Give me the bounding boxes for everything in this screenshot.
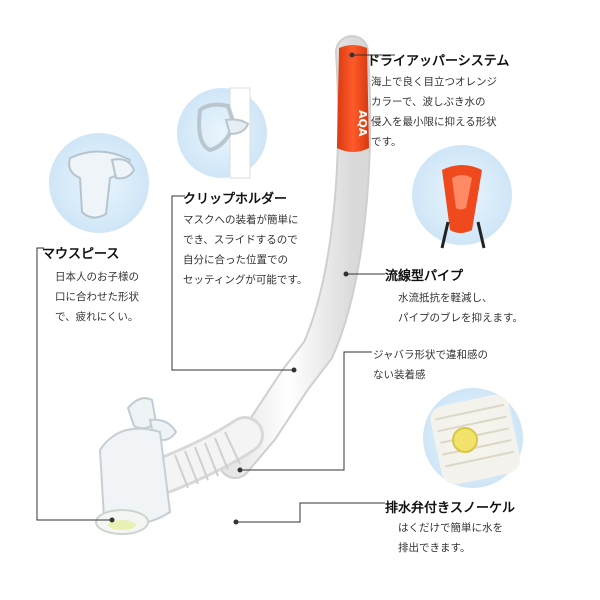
bellows-description: ジャバラ形状で違和感の ない装着感 (373, 349, 488, 381)
callout-dots (109, 52, 355, 525)
clip-holder-title: クリップホルダー (183, 192, 288, 207)
mouthpiece-title: マウスピース (42, 247, 120, 262)
callout-lines (36, 54, 395, 523)
detail-circle-mouthpiece (49, 133, 149, 233)
bellows-section (146, 416, 264, 494)
detail-circle-clip (177, 87, 267, 179)
snorkel-tube: AQA (218, 35, 372, 479)
dry-top-title: ドライアッパーシステム (367, 54, 510, 69)
line-drain (236, 502, 385, 523)
stream-pipe-title: 流線型パイプ (385, 269, 464, 284)
mouthpiece-assembly (95, 397, 178, 535)
line-clip (171, 195, 294, 371)
drain-valve-description: はくだけで簡単に水を 排出できます。 (398, 522, 503, 554)
drain-valve-title: 排水弁付きスノーケル (385, 501, 516, 516)
brand-logo: AQA (356, 110, 369, 137)
stream-pipe-description: 水流抵抗を軽減し、 パイプのブレを抑えます。 (398, 292, 523, 324)
line-bellows (240, 351, 372, 471)
detail-circle-bellows (423, 388, 523, 488)
detail-circle-dry-top (412, 145, 512, 249)
line-mouthpiece (36, 247, 112, 521)
dry-top-description: 海上で良く目立つオレンジ カラーで、波しぶき水の 侵入を最小限に抑える形状 です… (371, 76, 497, 148)
clip-holder-description: マスクへの装着が簡単に でき、スライドするので 自分に合った位置での セッティン… (183, 214, 308, 286)
mouthpiece-description: 日本人のお子様の 口に合わせた形状 で、疲れにくい。 (55, 271, 139, 323)
